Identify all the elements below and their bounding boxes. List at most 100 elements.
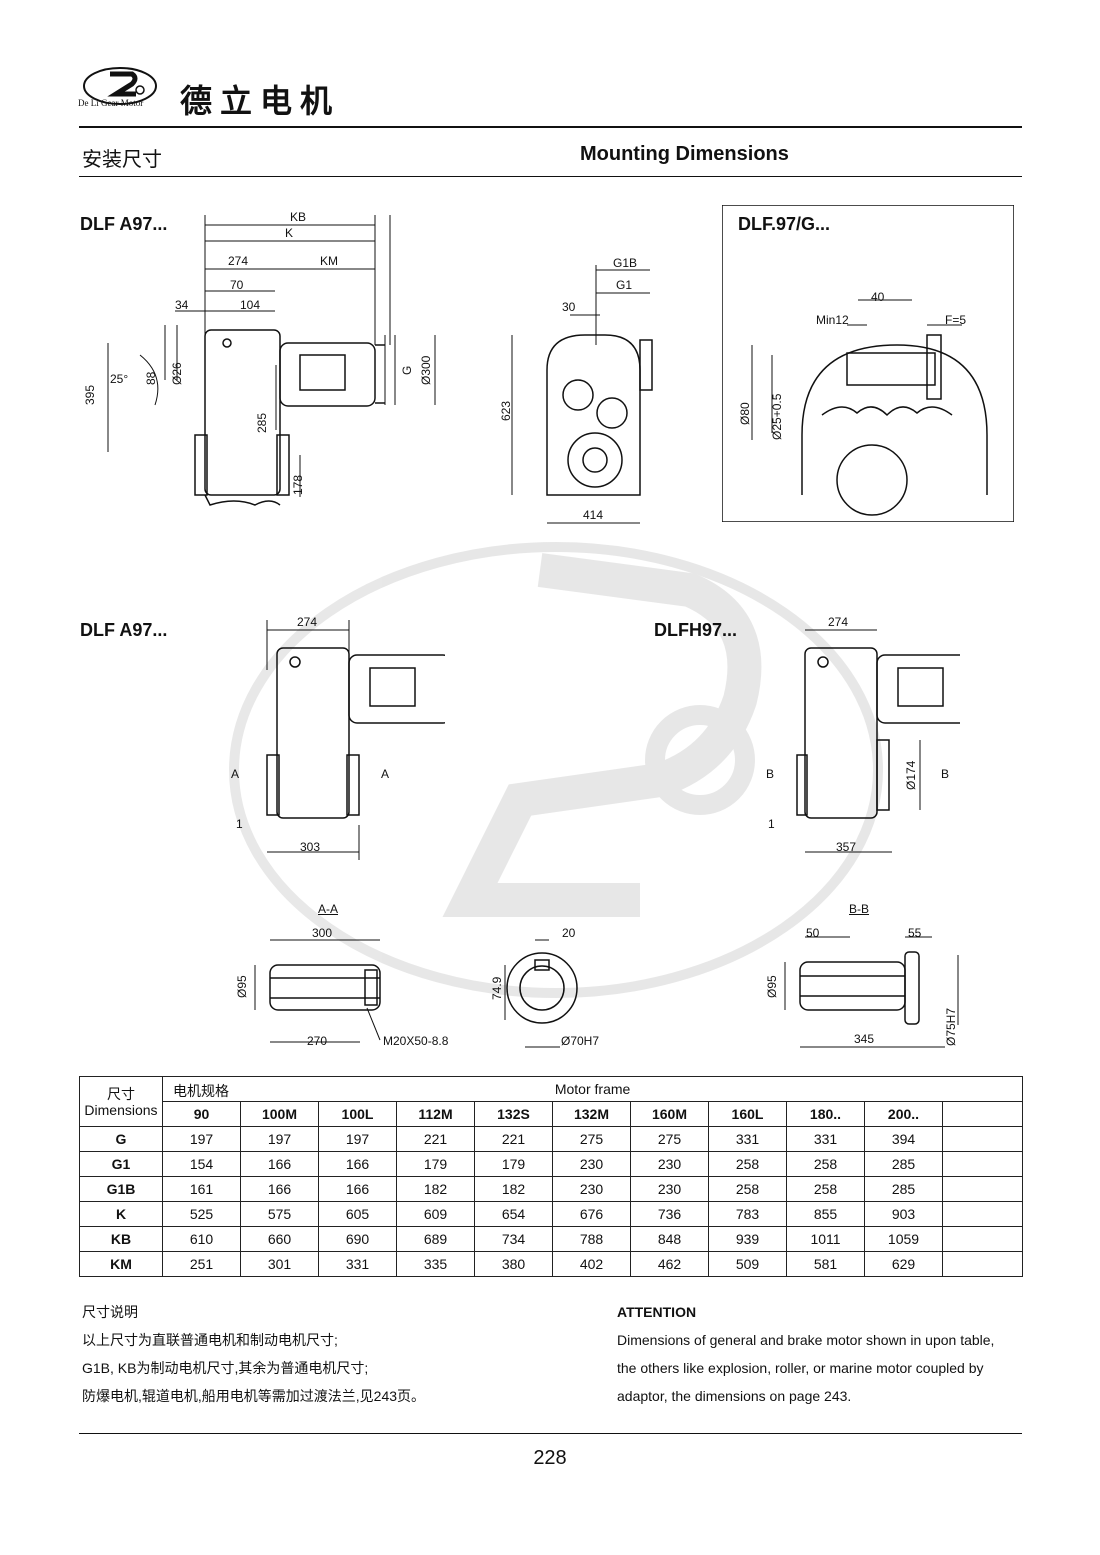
fig3-title: DLF.97/G... [738, 214, 831, 234]
column-header: 180.. [786, 1101, 865, 1127]
table-cell: 251 [162, 1251, 241, 1277]
table-cell: 197 [162, 1126, 241, 1152]
table-cell: 166 [240, 1151, 319, 1177]
svg-text:274: 274 [228, 254, 248, 268]
svg-text:88: 88 [144, 371, 158, 385]
fig4-dim-274: 274 [297, 615, 318, 629]
section-title-cn: 安装尺寸 [82, 149, 162, 171]
fig3-dim-40: 40 [871, 290, 885, 304]
svg-text:25°: 25° [110, 372, 128, 386]
fig6-dim-d95: Ø95 [235, 975, 249, 998]
table-cell: 197 [240, 1126, 319, 1152]
table-cell: 610 [162, 1226, 241, 1252]
svg-text:395: 395 [83, 385, 97, 405]
table-cell: 221 [396, 1126, 475, 1152]
table-cell [941, 1176, 1024, 1202]
table-cell: 575 [240, 1201, 319, 1227]
fig4-dim-303: 303 [300, 840, 321, 854]
svg-text:623: 623 [500, 401, 513, 421]
fig6-dim-thread: M20X50-8.8 [383, 1034, 449, 1048]
table-cell: 734 [474, 1226, 553, 1252]
svg-text:G1B: G1B [613, 256, 637, 270]
column-header: 200.. [864, 1101, 943, 1127]
notes-en-line: Dimensions of general and brake motor sh… [617, 1332, 995, 1348]
svg-text:104: 104 [240, 298, 260, 312]
table-cell: 166 [240, 1176, 319, 1202]
table-cell: 301 [240, 1251, 319, 1277]
fig4-title: DLF A97... [80, 620, 168, 640]
motor-frame-header: 电机规格 Motor frame [161, 1076, 1024, 1102]
logo-text: De Li Gear Motor [78, 98, 144, 108]
fig7-dim-20: 20 [562, 926, 576, 940]
table-cell: 275 [552, 1126, 631, 1152]
svg-text:G: G [400, 366, 414, 375]
notes-cn-title: 尺寸说明 [82, 1304, 138, 1320]
table-cell: 221 [474, 1126, 553, 1152]
fig5-title: DLFH97... [654, 620, 738, 640]
row-label: G1 [79, 1151, 163, 1177]
motor-frame-cn: 电机规格 [173, 1083, 229, 1099]
fig7-drawing [485, 920, 615, 1060]
table-cell: 331 [708, 1126, 787, 1152]
table-cell: 285 [864, 1176, 943, 1202]
fig6-drawing [230, 900, 490, 1060]
table-cell: 690 [318, 1226, 397, 1252]
fig5-section-b-left: B [766, 767, 775, 781]
column-header: 160M [630, 1101, 709, 1127]
fig6-dim-300: 300 [312, 926, 333, 940]
svg-text:KM: KM [320, 254, 338, 268]
svg-text:G1: G1 [616, 278, 632, 292]
table-cell: 380 [474, 1251, 553, 1277]
table-cell: 230 [630, 1151, 709, 1177]
table-cell [941, 1226, 1024, 1252]
fig8-dim-345: 345 [854, 1032, 875, 1046]
table-cell: 285 [864, 1151, 943, 1177]
fig3-dim-min12: Min12 [816, 313, 849, 327]
table-cell: 525 [162, 1201, 241, 1227]
table-cell: 855 [786, 1201, 865, 1227]
column-header: 160L [708, 1101, 787, 1127]
fig6-dim-270: 270 [307, 1034, 328, 1048]
fig3-dim-d25: Ø25+0.5 [770, 393, 784, 440]
row-label: KB [79, 1226, 163, 1252]
brand-name: 德立电机 [180, 82, 341, 120]
table-cell: 629 [864, 1251, 943, 1277]
svg-text:34: 34 [175, 298, 189, 312]
fig8-dim-55: 55 [908, 926, 922, 940]
fig8-section-label: B-B [849, 902, 870, 916]
svg-text:70: 70 [230, 278, 244, 292]
table-cell: 509 [708, 1251, 787, 1277]
table-cell: 1011 [786, 1226, 865, 1252]
table-cell: 605 [318, 1201, 397, 1227]
table-cell: 676 [552, 1201, 631, 1227]
column-header: 132M [552, 1101, 631, 1127]
fig3-dim-d80: Ø80 [738, 402, 752, 425]
table-header-row-1: 尺寸 Dimensions 电机规格 Motor frame [79, 1076, 1024, 1127]
fig7-dim-74-9: 74.9 [490, 976, 504, 1000]
table-cell: 848 [630, 1226, 709, 1252]
column-header: 132S [474, 1101, 553, 1127]
notes-en-line: adaptor, the dimensions on page 243. [617, 1388, 852, 1404]
table-cell: 783 [708, 1201, 787, 1227]
table-cell: 230 [630, 1176, 709, 1202]
fig2-drawing: G1B G1 30 623 414 [500, 256, 670, 530]
table-cell: 654 [474, 1201, 553, 1227]
notes-cn: 尺寸说明 以上尺寸为直联普通电机和制动电机尺寸; G1B, KB为制动电机尺寸,… [82, 1298, 582, 1410]
table-cell: 258 [708, 1151, 787, 1177]
svg-text:K: K [285, 226, 293, 240]
row-label: G1B [79, 1176, 163, 1202]
table-cell: 1059 [864, 1226, 943, 1252]
svg-text:KB: KB [290, 210, 306, 224]
svg-text:Ø26: Ø26 [170, 362, 184, 385]
page-number: 228 [533, 1447, 567, 1469]
table-cell: 394 [864, 1126, 943, 1152]
table-cell: 689 [396, 1226, 475, 1252]
fig5-drawing [760, 610, 960, 860]
